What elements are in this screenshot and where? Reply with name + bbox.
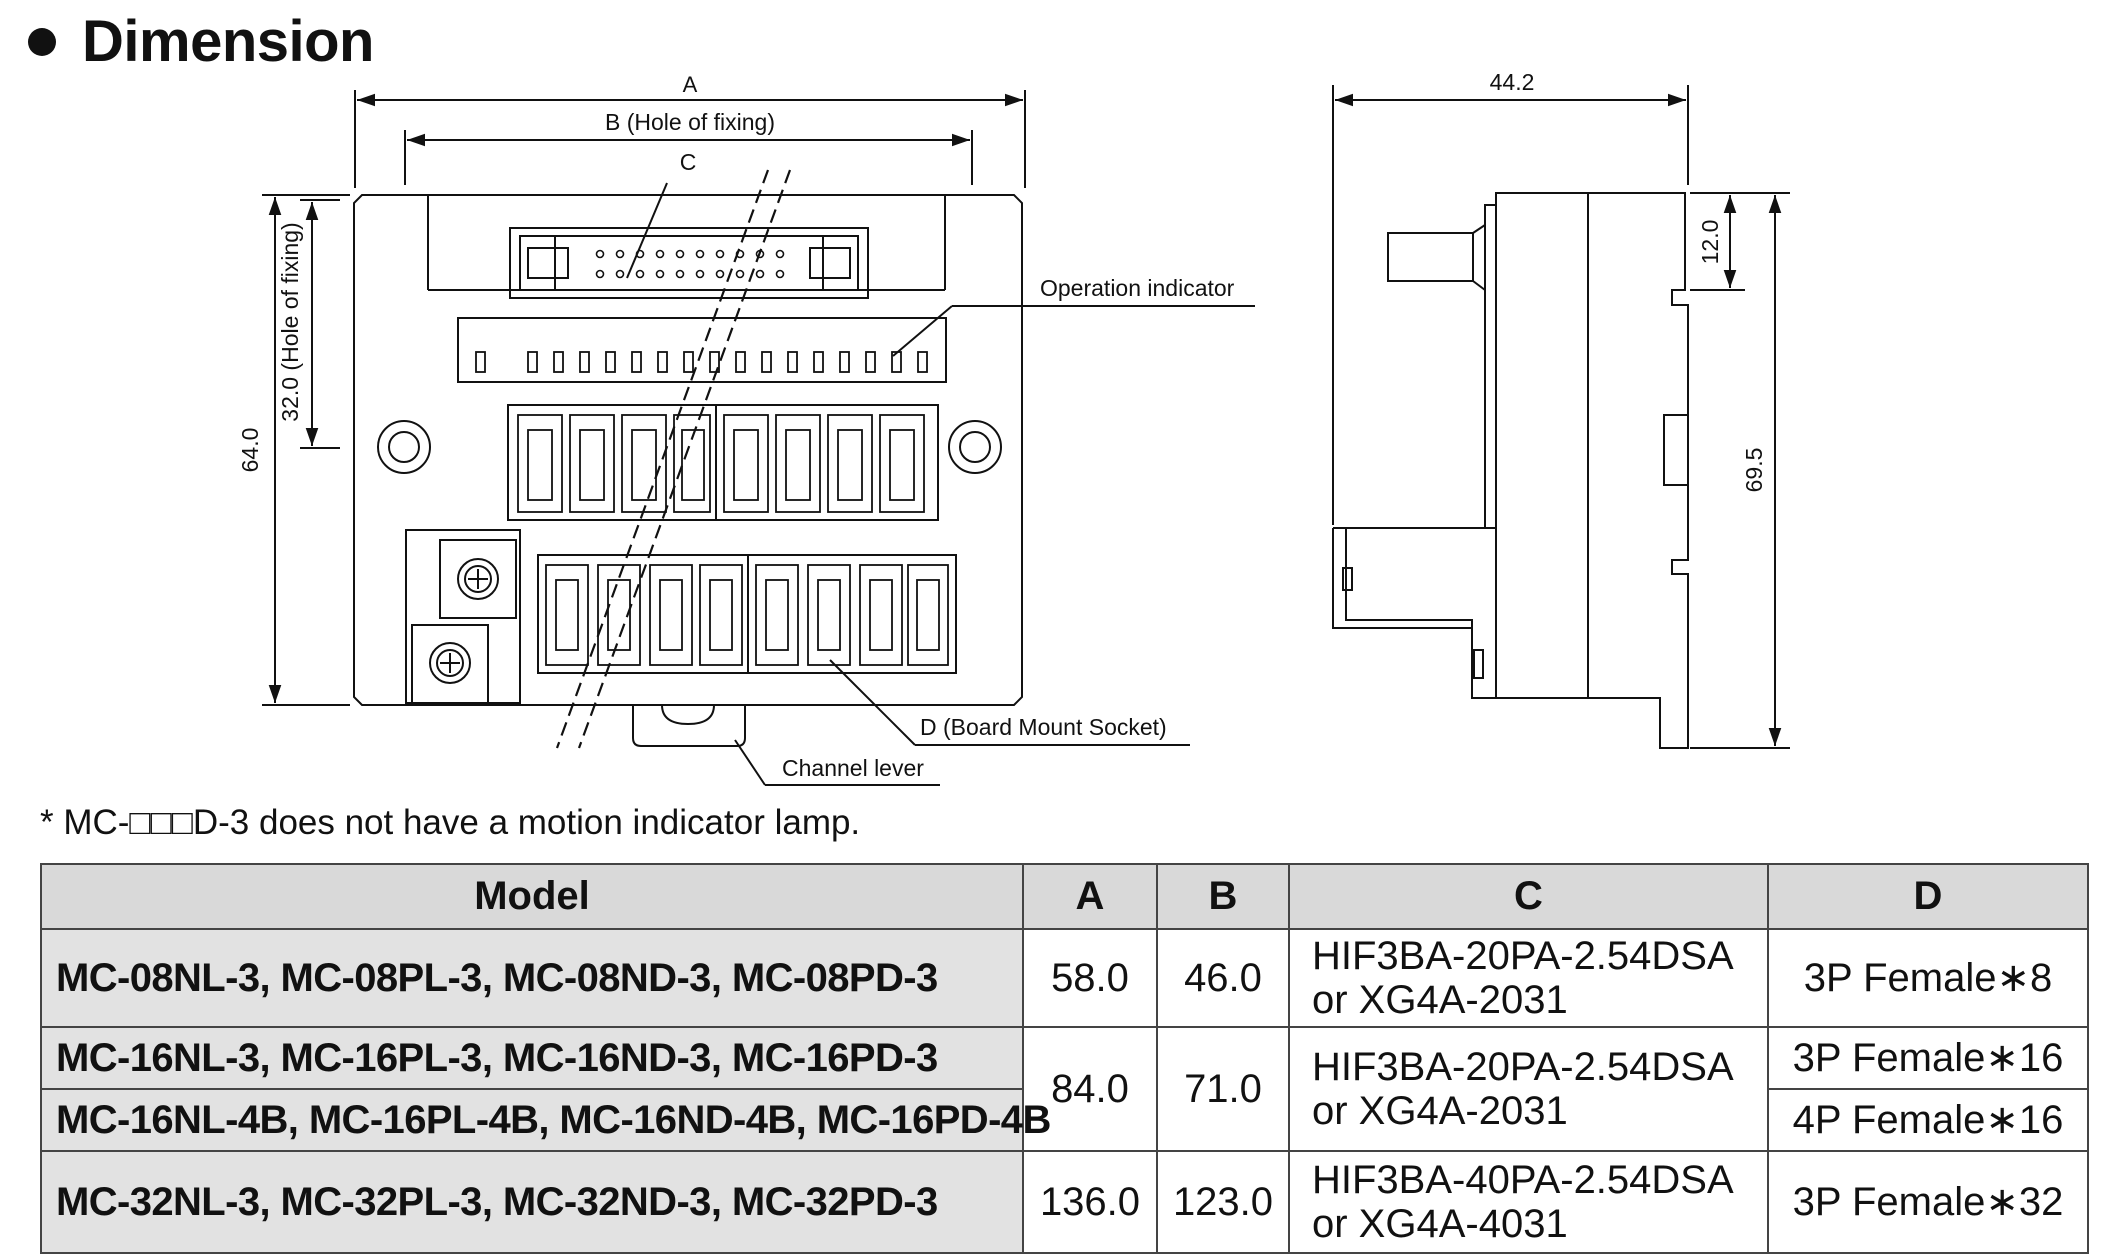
dim-b-label: B (Hole of fixing) [605, 109, 775, 135]
header-d: D [1767, 863, 2089, 930]
table-row: MC-16NL-4B, MC-16PL-4B, MC-16ND-4B, MC-1… [40, 1088, 2089, 1152]
bullet-icon [28, 27, 56, 56]
cell-a: 58.0 [1022, 928, 1158, 1028]
dim-a-label: A [683, 72, 698, 97]
footnote: * MC-□□□D-3 does not have a motion indic… [40, 803, 861, 842]
cell-c: HIF3BA-20PA-2.54DSA or XG4A-2031 [1288, 928, 1769, 1028]
cell-b: 123.0 [1156, 1150, 1290, 1254]
section-title: Dimension [82, 9, 375, 74]
cell-d: 3P Female∗32 [1767, 1150, 2089, 1254]
cell-model: MC-16NL-3, MC-16PL-3, MC-16ND-3, MC-16PD… [40, 1026, 1024, 1090]
cell-c: HIF3BA-40PA-2.54DSA or XG4A-4031 [1288, 1150, 1769, 1254]
header-b: B [1156, 863, 1290, 930]
side-width-label: 44.2 [1490, 69, 1535, 95]
cell-c-line1: HIF3BA-20PA-2.54DSA [1312, 934, 1734, 978]
table-row: MC-32NL-3, MC-32PL-3, MC-32ND-3, MC-32PD… [40, 1150, 2089, 1254]
cell-model: MC-08NL-3, MC-08PL-3, MC-08ND-3, MC-08PD… [40, 928, 1024, 1028]
table-header-row: Model A B C D [40, 863, 2089, 930]
operation-indicator-label: Operation indicator [1040, 275, 1235, 301]
dim-height-label: 64.0 [237, 428, 263, 473]
header-c: C [1288, 863, 1769, 930]
front-view [262, 90, 1255, 786]
table-row: MC-16NL-3, MC-16PL-3, MC-16ND-3, MC-16PD… [40, 1026, 2089, 1152]
cell-c-line1: HIF3BA-20PA-2.54DSA [1312, 1045, 1734, 1089]
cell-d: 3P Female∗8 [1767, 928, 2089, 1028]
cell-d: 4P Female∗16 [1767, 1088, 2089, 1152]
cell-c-line2: or XG4A-4031 [1312, 1202, 1568, 1246]
section-heading: Dimension [28, 8, 375, 75]
cell-a: 84.0 [1022, 1026, 1158, 1152]
cell-d: 3P Female∗16 [1767, 1026, 2089, 1090]
dimension-drawing: A B (Hole of fixing) C 64.0 32.0 (Hole o… [237, 69, 1790, 786]
cell-c-line2: or XG4A-2031 [1312, 1089, 1568, 1133]
cell-c: HIF3BA-20PA-2.54DSA or XG4A-2031 [1288, 1026, 1769, 1152]
cell-a: 136.0 [1022, 1150, 1158, 1254]
cell-b: 46.0 [1156, 928, 1290, 1028]
side-height-label: 69.5 [1741, 448, 1767, 493]
side-view [1332, 85, 1790, 749]
cell-b: 71.0 [1156, 1026, 1290, 1152]
cell-c-line1: HIF3BA-40PA-2.54DSA [1312, 1158, 1734, 1202]
dim-c-label: C [680, 149, 697, 175]
spec-table: Model A B C D MC-08NL-3, MC-08PL-3, MC-0… [40, 863, 2089, 1254]
header-model: Model [40, 863, 1024, 930]
cell-model: MC-32NL-3, MC-32PL-3, MC-32ND-3, MC-32PD… [40, 1150, 1024, 1254]
table-row: MC-08NL-3, MC-08PL-3, MC-08ND-3, MC-08PD… [40, 928, 2089, 1028]
header-a: A [1022, 863, 1158, 930]
channel-lever-label: Channel lever [782, 755, 924, 781]
cell-c-line2: or XG4A-2031 [1312, 978, 1568, 1022]
board-mount-socket-label: D (Board Mount Socket) [920, 714, 1167, 740]
dim-hole-height-label: 32.0 (Hole of fixing) [277, 222, 303, 421]
cell-model: MC-16NL-4B, MC-16PL-4B, MC-16ND-4B, MC-1… [40, 1088, 1051, 1152]
side-top-label: 12.0 [1697, 220, 1723, 265]
